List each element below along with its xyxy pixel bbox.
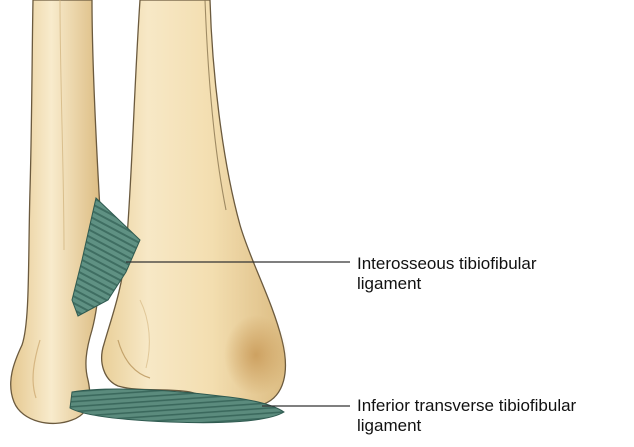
label-inferior-transverse-line1: Inferior transverse tibiofibular <box>357 396 576 416</box>
label-interosseous-ligament: Interosseous tibiofibular ligament <box>357 254 537 294</box>
label-inferior-transverse-ligament: Inferior transverse tibiofibular ligamen… <box>357 396 576 436</box>
fibula <box>11 0 101 423</box>
label-interosseous-line1: Interosseous tibiofibular <box>357 254 537 274</box>
label-interosseous-line2: ligament <box>357 274 537 294</box>
label-inferior-transverse-line2: ligament <box>357 416 576 436</box>
tibia <box>102 0 288 406</box>
